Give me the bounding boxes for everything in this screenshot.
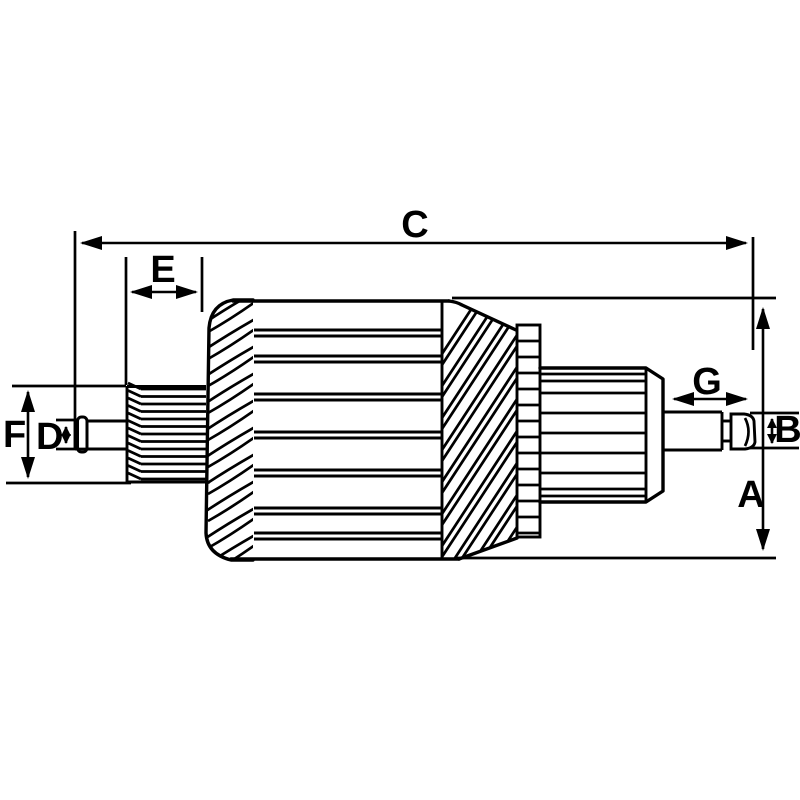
dimension-g: G <box>672 361 748 406</box>
winding-skew-hatch-right <box>442 300 517 560</box>
commutator <box>538 366 665 504</box>
commutator-segment-lines <box>540 372 646 498</box>
winding-end-right <box>442 299 519 561</box>
dimension-c: C <box>73 204 755 421</box>
right-shaft <box>663 410 757 452</box>
shaft-end-cap <box>729 412 757 451</box>
left-shaft <box>73 415 128 454</box>
core-slot-lines <box>254 328 442 541</box>
armature-core <box>204 298 461 562</box>
spline-section <box>125 381 210 484</box>
dimension-label-g: G <box>692 361 722 403</box>
dimension-label-b: B <box>774 409 800 451</box>
core-skew-hatch-left <box>206 300 253 560</box>
dimension-label-f: F <box>3 414 26 456</box>
dimension-f: F <box>3 384 131 485</box>
dimension-d: D <box>36 416 97 458</box>
dimension-label-c: C <box>401 204 428 246</box>
dimension-label-d: D <box>36 416 63 458</box>
shaft-circlip <box>76 415 89 454</box>
dimension-a: A <box>452 296 776 560</box>
dimension-b: B <box>750 409 800 451</box>
commutator-riser <box>515 323 542 539</box>
dimension-e: E <box>124 249 204 385</box>
spline-teeth <box>127 381 206 481</box>
dimension-label-e: E <box>150 249 175 291</box>
dimension-label-a: A <box>737 474 764 516</box>
